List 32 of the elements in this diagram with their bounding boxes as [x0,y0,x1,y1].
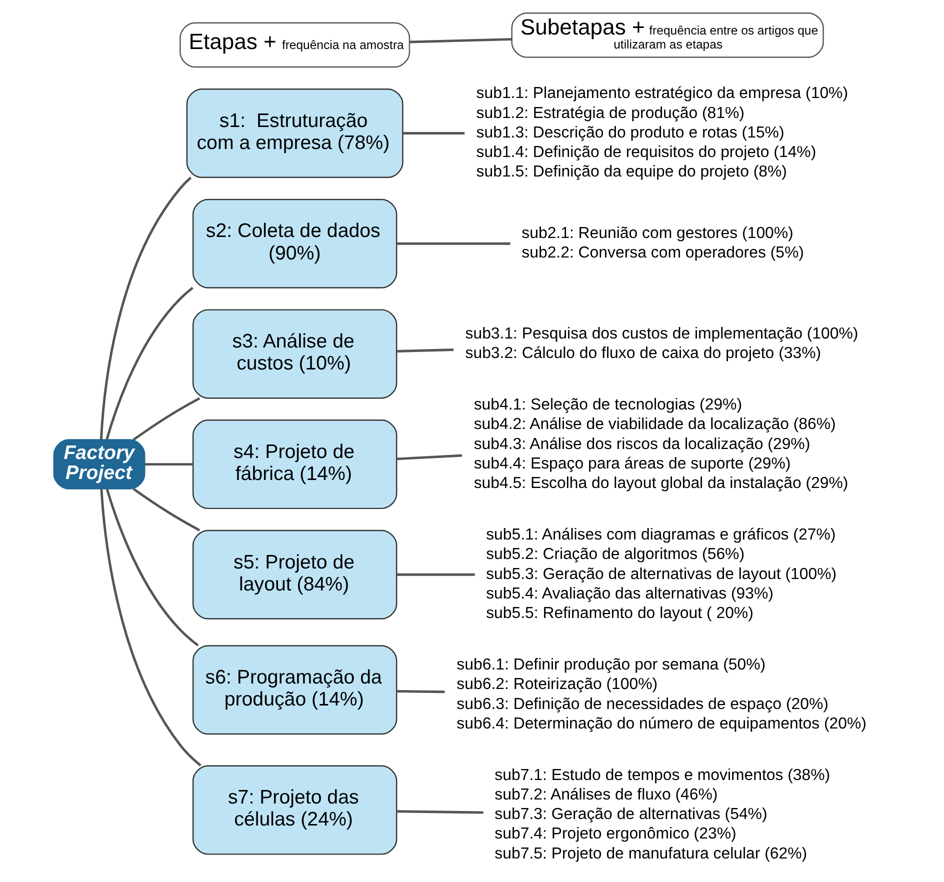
connector [403,132,465,134]
connector [132,397,200,441]
connector [410,38,512,44]
node-text: sub1.1: Planejamento estratégico da empresa (10%) sub1.2: Estratégia de produção (81%) sub1.3: Descrição do produto e rotas (15%) sub1.4: Definição de requisitos do projeto (14%) sub1.5: Definição da equipe do projeto (8%) [476,85,848,181]
connector [396,348,454,352]
node-box: s4: Projeto de fábrica (14%) [192,420,398,510]
node-box: s6: Programação da produção (14%) [192,645,398,735]
node-text: sub5.1: Análises com diagramas e gráficos (27%) sub5.2: Criação de algoritmos (56%) sub5.3: Geração de alternativas de layout (100%) sub5.4: Avaliação das alternativas (93%) sub5.5: Refinamento do layout ( 20%) [486,526,837,622]
node-text: sub6.1: Definir produção por semana (50%) sub6.2: Roteirização (100%) sub6.3: Definição de necessidades de espaço (20%) sub6.4: Determinação do número de equipamentos (20%) [456,656,866,732]
node-text: sub3.1: Pesquisa dos custos de implementação (100%) sub3.2: Cálculo do fluxo de caixa do projeto (33%) [465,326,858,362]
connector [100,176,192,440]
connector [144,463,193,466]
connector [396,454,462,460]
node-box: s5: Projeto de layout (84%) [192,530,398,620]
connector [106,286,194,440]
node-text: sub7.1: Estudo de tempos e movimentos (38%) sub7.2: Análises de fluxo (46%) sub7.3: Geração de alternativas (54%) sub7.4: Projeto ergonômico (23%) sub7.5: Projeto de manufatura celular (62%) [494,766,830,862]
connector [100,488,202,766]
node-text: sub4.1: Seleção de tecnologias (29%) sub4.2: Análise de viabilidade da localização (86%) sub4.3: Análise dos riscos da localização (29%) sub4.4: Espaço para áreas de suporte (29%) sub4.5: Escolha do layout global da instalação (29%) [474,396,848,492]
node-box: Factory Project [53,439,146,490]
connector [396,242,510,245]
node-text: sub2.1: Reunião com gestores (100%) sub2.2: Conversa com operadores (5%) [522,224,804,262]
connector [396,810,484,814]
connector [396,573,475,576]
connector [396,690,445,694]
node-box: s7: Projeto das células (24%) [192,765,398,855]
connector [132,488,200,532]
node-box: s3: Análise de custos (10%) [192,309,398,399]
node-box: Subetapas + frequência entre os artigos que utilizaram as etapas [511,12,824,58]
node-box: Etapas + frequência na amostra [180,22,410,68]
connector [106,488,199,646]
node-box: s2: Coleta de dados (90%) [192,198,398,288]
node-box: s1: Estruturação com a empresa (78%) [186,88,404,178]
